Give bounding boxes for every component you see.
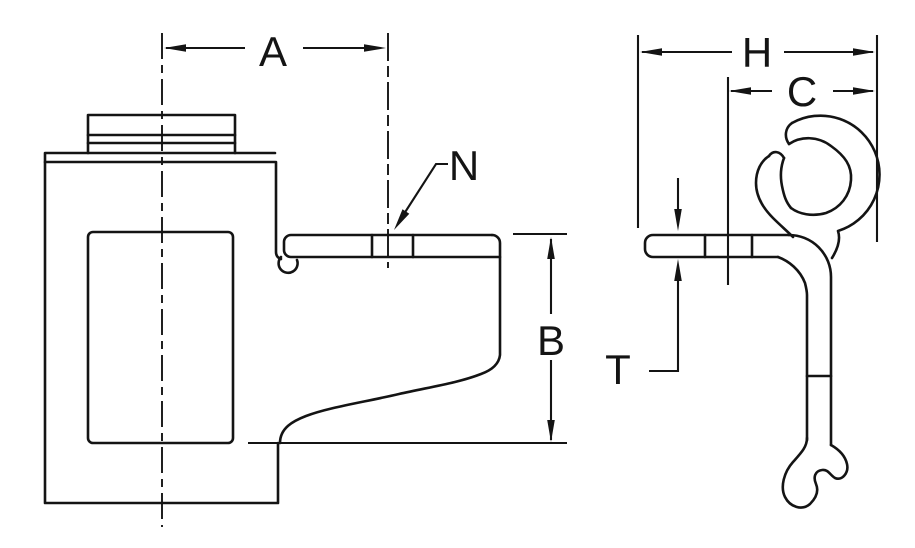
hooked-foot — [781, 436, 849, 509]
dim-t-arrow-up — [674, 259, 682, 281]
body-right-edge — [274, 160, 283, 261]
dimension-B: B — [513, 232, 567, 442]
bend-outer-riser-right — [787, 233, 833, 447]
dim-c-label: C — [787, 68, 817, 115]
dimension-C: C — [726, 68, 875, 285]
loop-inner-arc — [787, 136, 853, 217]
dim-h-arrow-left — [640, 48, 662, 56]
loop-mouth-lip — [784, 121, 794, 146]
callout-n-arrowhead — [394, 209, 410, 230]
dim-b-arrow-down — [547, 420, 555, 442]
dim-t-stem-lower — [649, 279, 680, 373]
dim-c-arrow-right — [853, 87, 875, 95]
loop-outer-arc — [790, 114, 881, 260]
dim-h-label: H — [742, 29, 772, 76]
dim-c-arrow-left — [729, 87, 751, 95]
free-end-outer-edge — [754, 154, 795, 239]
dim-h-arrow-right — [853, 48, 875, 56]
dim-b-label: B — [537, 317, 565, 364]
dimension-H: H — [636, 29, 879, 242]
free-end-inner-edge — [779, 156, 793, 210]
dim-t-arrow-down — [674, 209, 682, 231]
dim-b-arrow-up — [547, 237, 555, 259]
arm-right-edge-s-curve — [278, 233, 502, 445]
body-outline — [43, 151, 280, 505]
bend-inner-riser-left — [776, 255, 809, 442]
front-view: A B N — [43, 28, 567, 527]
window-slot — [86, 230, 235, 445]
dimension-T: T — [605, 178, 682, 393]
arm-root-curl — [277, 255, 299, 275]
callout-n-leader — [401, 162, 448, 218]
callout-n-label: N — [449, 142, 479, 189]
arm-profile — [643, 233, 791, 259]
dim-a-arrow-right — [364, 44, 386, 52]
dim-t-label: T — [605, 346, 631, 393]
mounting-arm — [282, 233, 502, 259]
dim-a-label: A — [259, 28, 287, 75]
free-end-cap — [767, 150, 786, 160]
side-view: H C T — [605, 29, 881, 509]
dim-a-arrow-left — [164, 44, 186, 52]
dimension-A: A — [164, 28, 389, 268]
cable-clip-loop — [754, 114, 881, 260]
callout-N: N — [394, 142, 479, 230]
